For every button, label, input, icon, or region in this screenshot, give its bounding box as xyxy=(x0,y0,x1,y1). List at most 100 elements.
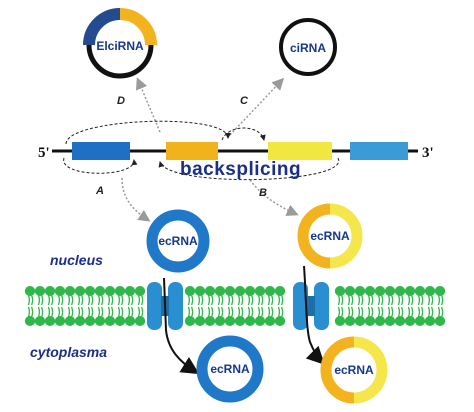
ecrna-cyto-yellow: ecRNA xyxy=(320,336,388,404)
lipid-tail xyxy=(247,294,251,306)
three-prime-label: 3' xyxy=(422,145,434,161)
lipid-head xyxy=(424,316,436,326)
five-prime-label: 5' xyxy=(38,145,50,161)
lipid-tail xyxy=(420,294,424,306)
lipid-head xyxy=(434,316,446,326)
lipid-head xyxy=(114,316,126,326)
cirna-circle: ciRNA xyxy=(279,18,337,76)
lipid-tail xyxy=(267,294,271,306)
lipid-head xyxy=(94,316,106,326)
ecrna-cyto-blue: ecRNA xyxy=(196,335,264,403)
lipid-head xyxy=(194,286,206,296)
lipid-head xyxy=(64,316,76,326)
arrow-a xyxy=(121,177,151,222)
lipid-tail xyxy=(130,294,134,306)
lipid-tail xyxy=(97,306,101,318)
lipid-tail xyxy=(390,294,394,306)
lipid-head xyxy=(124,316,136,326)
lipid-tail xyxy=(110,294,114,306)
lipid-tail xyxy=(207,294,211,306)
lipid-tail xyxy=(110,306,114,318)
lipid-tail xyxy=(37,294,41,306)
ecrna-nuclear-blue-label: ecRNA xyxy=(158,234,198,248)
lipid-tail xyxy=(130,306,134,318)
lipid-tail xyxy=(390,306,394,318)
arrow-b xyxy=(249,179,299,216)
lipid-tail xyxy=(280,294,284,306)
lipid-head xyxy=(334,286,346,296)
lipid-tail xyxy=(190,306,194,318)
exon-2 xyxy=(166,142,218,160)
lipid-tail xyxy=(197,306,201,318)
exon-4 xyxy=(350,142,408,160)
lipid-tail xyxy=(237,306,241,318)
lipid-tail xyxy=(210,306,214,318)
path-label-d: D xyxy=(117,95,125,107)
ecrna-nuclear-yellow: ecRNA xyxy=(297,203,363,269)
lipid-tail xyxy=(37,306,41,318)
lipid-head xyxy=(44,286,56,296)
lipid-tail xyxy=(367,306,371,318)
lipid-tail xyxy=(257,294,261,306)
lipid-tail xyxy=(277,294,281,306)
lipid-head xyxy=(404,286,416,296)
lipid-tail xyxy=(407,294,411,306)
lipid-tail xyxy=(237,294,241,306)
lipid-head xyxy=(94,286,106,296)
lipid-tail xyxy=(340,306,344,318)
lipid-tail xyxy=(387,306,391,318)
lipid-tail xyxy=(440,306,444,318)
lipid-head xyxy=(224,316,236,326)
lipid-tail xyxy=(247,306,251,318)
lipid-tail xyxy=(407,306,411,318)
lipid-tail xyxy=(250,294,254,306)
lipid-head xyxy=(84,286,96,296)
lipid-head xyxy=(104,316,116,326)
lipid-tail xyxy=(207,306,211,318)
lipid-tail xyxy=(240,294,244,306)
lipid-tail xyxy=(50,306,54,318)
lipid-head xyxy=(224,286,236,296)
lipid-head xyxy=(384,316,396,326)
lipid-head xyxy=(274,286,286,296)
lipid-tail xyxy=(47,294,51,306)
lipid-head xyxy=(74,286,86,296)
lipid-head xyxy=(84,316,96,326)
lipid-head xyxy=(364,286,376,296)
lipid-tail xyxy=(140,294,144,306)
export-arrow-left xyxy=(163,277,200,375)
lipid-tail xyxy=(90,294,94,306)
lipid-tail xyxy=(67,306,71,318)
lipid-head xyxy=(184,286,196,296)
lipid-tail xyxy=(347,294,351,306)
lipid-head xyxy=(254,286,266,296)
lipid-head xyxy=(344,286,356,296)
lipid-head xyxy=(374,316,386,326)
lipid-tail xyxy=(80,294,84,306)
lipid-tail xyxy=(270,294,274,306)
lipid-head xyxy=(34,316,46,326)
lipid-tail xyxy=(117,294,121,306)
ecrna-cyto-blue-label: ecRNA xyxy=(210,362,250,376)
lipid-head xyxy=(334,316,346,326)
lipid-tail xyxy=(280,306,284,318)
lipid-tail xyxy=(357,294,361,306)
lipid-tail xyxy=(100,294,104,306)
lipid-head xyxy=(204,316,216,326)
lipid-tail xyxy=(100,306,104,318)
lipid-head xyxy=(214,286,226,296)
lipid-head xyxy=(234,316,246,326)
lipid-tail xyxy=(50,294,54,306)
lipid-head xyxy=(214,316,226,326)
lipid-tail xyxy=(77,306,81,318)
nucleus-label: nucleus xyxy=(50,252,103,268)
lipid-tail xyxy=(217,294,221,306)
lipid-tail xyxy=(357,306,361,318)
lipid-head xyxy=(274,316,286,326)
lipid-tail xyxy=(420,306,424,318)
lipid-tail xyxy=(380,306,384,318)
lipid-tail xyxy=(417,306,421,318)
lipid-tail xyxy=(430,306,434,318)
lipid-tail xyxy=(60,306,64,318)
lipid-tail xyxy=(197,294,201,306)
